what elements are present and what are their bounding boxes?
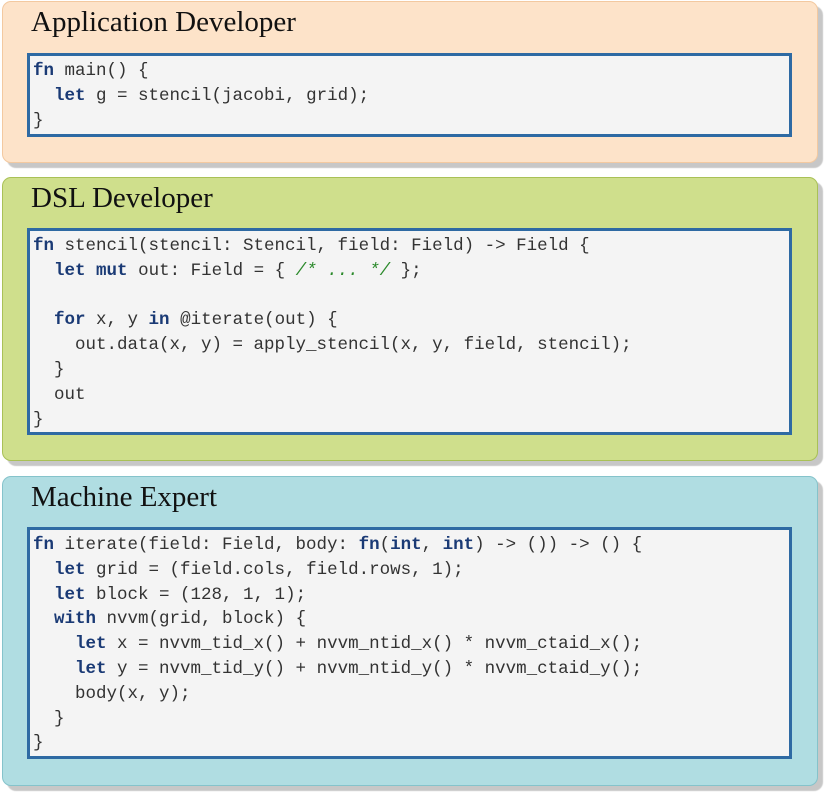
code-token bbox=[33, 261, 54, 281]
code-token: ( bbox=[379, 535, 391, 555]
code-line: } bbox=[33, 707, 789, 732]
code-token: nvvm(grid, block) { bbox=[96, 609, 307, 630]
code-line: let mut out: Field = { /* ... */ }; bbox=[33, 259, 789, 284]
code-token: } bbox=[33, 359, 65, 380]
keyword-token: fn bbox=[33, 61, 55, 81]
code-token: grid = (field.cols, field.rows, 1); bbox=[85, 559, 464, 580]
code-line: } bbox=[33, 109, 789, 134]
keyword-token: let bbox=[75, 658, 107, 679]
code-token: out.data(x, y) = apply_stencil(x, y, fie… bbox=[33, 335, 632, 356]
panel-title: Application Developer bbox=[31, 6, 296, 38]
code-token: x = nvvm_tid_x() + nvvm_ntid_x() * nvvm_… bbox=[106, 634, 643, 655]
keyword-token: int bbox=[390, 535, 422, 555]
code-token: } bbox=[33, 708, 65, 729]
code-token: stencil(stencil: Stencil, field: Field) … bbox=[54, 236, 590, 256]
code-token: } bbox=[33, 409, 44, 430]
code-token bbox=[86, 261, 97, 281]
keyword-token: let bbox=[54, 559, 86, 580]
code-token: out: Field = { bbox=[127, 260, 296, 281]
comment-token: /* ... */ bbox=[295, 260, 391, 281]
code-block: fn stencil(stencil: Stencil, field: Fiel… bbox=[27, 228, 792, 435]
code-block: fn iterate(field: Field, body: fn(int, i… bbox=[27, 527, 792, 759]
code-token: g = stencil(jacobi, grid); bbox=[85, 85, 370, 106]
code-line: fn iterate(field: Field, body: fn(int, i… bbox=[33, 533, 789, 558]
code-line: let block = (128, 1, 1); bbox=[33, 583, 789, 608]
code-line: } bbox=[33, 408, 789, 432]
code-line: let g = stencil(jacobi, grid); bbox=[33, 84, 789, 109]
code-line: body(x, y); bbox=[33, 682, 789, 707]
code-token: @iterate(out) { bbox=[169, 310, 338, 331]
code-token bbox=[33, 585, 54, 605]
code-token: block = (128, 1, 1); bbox=[85, 584, 307, 605]
keyword-token: let bbox=[54, 85, 86, 106]
code-line: let grid = (field.cols, field.rows, 1); bbox=[33, 558, 789, 583]
code-token bbox=[33, 310, 54, 330]
machine-expert-panel: Machine Expert fn iterate(field: Field, … bbox=[2, 476, 818, 786]
code-line: fn stencil(stencil: Stencil, field: Fiel… bbox=[33, 234, 789, 259]
code-line: let y = nvvm_tid_y() + nvvm_ntid_y() * n… bbox=[33, 657, 789, 682]
keyword-token: for bbox=[54, 310, 86, 331]
code-line: out bbox=[33, 383, 789, 408]
code-token: main() { bbox=[54, 61, 149, 81]
code-line: for x, y in @iterate(out) { bbox=[33, 308, 789, 333]
code-token bbox=[33, 609, 54, 629]
code-token bbox=[33, 634, 75, 654]
code-token: }; bbox=[390, 260, 422, 281]
application-developer-panel: Application Developer fn main() { let g … bbox=[2, 1, 818, 163]
code-token: ) -> ()) -> () { bbox=[474, 535, 643, 555]
keyword-token: in bbox=[148, 310, 170, 331]
code-token bbox=[33, 560, 54, 580]
keyword-token: let bbox=[75, 634, 107, 655]
keyword-token: int bbox=[442, 535, 475, 555]
code-line: } bbox=[33, 731, 789, 756]
dsl-developer-panel: DSL Developer fn stencil(stencil: Stenci… bbox=[2, 177, 818, 461]
code-token bbox=[33, 86, 54, 106]
keyword-token: fn bbox=[33, 236, 55, 256]
code-line bbox=[33, 284, 789, 309]
code-token: body(x, y); bbox=[33, 683, 191, 704]
code-token: iterate(field: Field, body: bbox=[54, 535, 359, 555]
code-token: x, y bbox=[85, 310, 149, 331]
keyword-token: mut bbox=[96, 260, 128, 281]
code-line: with nvvm(grid, block) { bbox=[33, 607, 789, 632]
panel-title: Machine Expert bbox=[31, 481, 218, 513]
code-token: y = nvvm_tid_y() + nvvm_ntid_y() * nvvm_… bbox=[106, 658, 643, 679]
code-line: out.data(x, y) = apply_stencil(x, y, fie… bbox=[33, 333, 789, 358]
code-line: let x = nvvm_tid_x() + nvvm_ntid_x() * n… bbox=[33, 632, 789, 657]
code-block: fn main() { let g = stencil(jacobi, grid… bbox=[27, 53, 792, 137]
code-token bbox=[33, 659, 75, 679]
code-token: } bbox=[33, 110, 44, 131]
keyword-token: let bbox=[54, 260, 86, 281]
keyword-token: let bbox=[54, 584, 86, 605]
code-line: } bbox=[33, 358, 789, 383]
code-token: , bbox=[421, 535, 443, 555]
keyword-token: fn bbox=[358, 535, 380, 555]
keyword-token: fn bbox=[33, 535, 55, 555]
panel-title: DSL Developer bbox=[31, 182, 213, 214]
code-line: fn main() { bbox=[33, 59, 789, 84]
code-token: } bbox=[33, 733, 44, 754]
code-token: out bbox=[33, 384, 86, 405]
keyword-token: with bbox=[54, 609, 97, 630]
